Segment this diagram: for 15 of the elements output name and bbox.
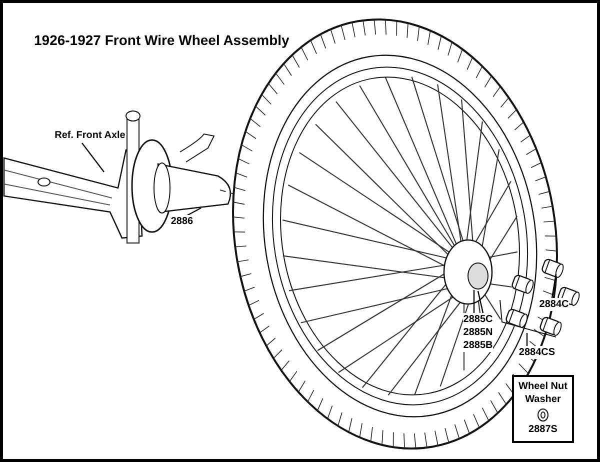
part-callout-box bbox=[512, 375, 574, 442]
leader-line bbox=[551, 274, 557, 298]
leader-line bbox=[186, 207, 202, 217]
part-number: 2885C bbox=[463, 313, 493, 326]
part-number: 2887S bbox=[528, 424, 558, 436]
title: 1926-1927 Front Wire Wheel Assembly bbox=[34, 31, 290, 50]
part-name: Wheel Nut Washer bbox=[518, 381, 568, 406]
part-number: 2885N bbox=[463, 326, 493, 339]
part-number: 2885B bbox=[463, 339, 493, 352]
leader-line bbox=[477, 290, 484, 314]
leader-line bbox=[473, 290, 475, 313]
leader-line bbox=[82, 142, 104, 172]
part-number: 2884CS bbox=[518, 346, 556, 359]
leader-line bbox=[526, 333, 528, 346]
part-number: 2884C bbox=[539, 298, 569, 311]
